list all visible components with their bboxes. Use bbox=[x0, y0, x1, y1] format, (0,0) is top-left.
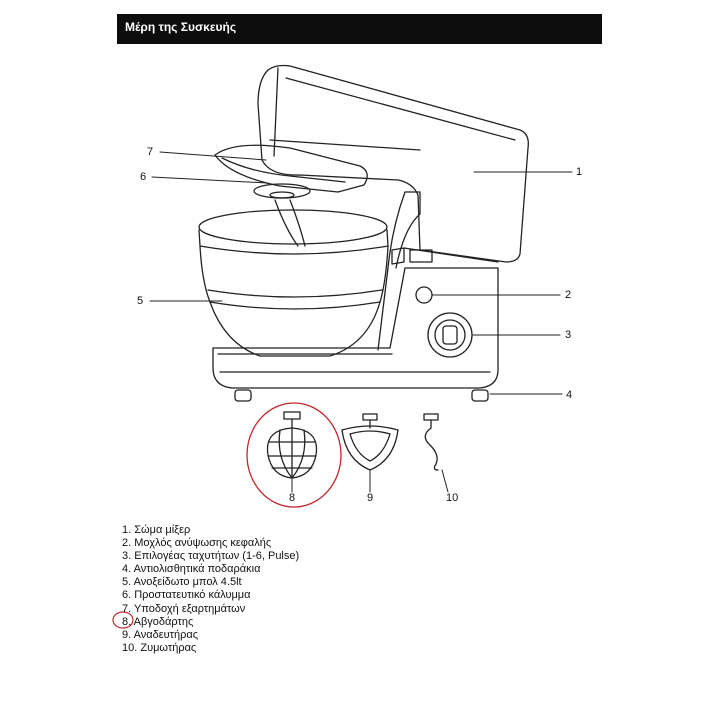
whisk-attachment bbox=[266, 411, 318, 479]
attachment-shaft bbox=[274, 199, 306, 247]
list-item: 4. Αντιολισθητικά ποδαράκια bbox=[122, 563, 261, 576]
header-bar: Μέρη της Συσκευής bbox=[117, 14, 602, 44]
anti-slip-feet bbox=[234, 389, 489, 402]
callout-5: 5 bbox=[137, 295, 144, 307]
list-item: 2. Μοχλός ανύψωσης κεφαλής bbox=[122, 537, 272, 550]
parts-list: 1. Σώμα μίξερ 2. Μοχλός ανύψωσης κεφαλής… bbox=[122, 524, 299, 655]
list-item: 7. Υποδοχή εξαρτημάτων bbox=[122, 602, 246, 615]
mixer-base bbox=[212, 267, 499, 389]
dough-hook-attachment bbox=[423, 413, 439, 471]
callout-4: 4 bbox=[566, 389, 573, 401]
callout-10: 10 bbox=[446, 492, 459, 504]
stainless-bowl bbox=[198, 209, 389, 357]
callout-2: 2 bbox=[565, 289, 572, 301]
list-item: 9. Αναδευτήρας bbox=[122, 628, 199, 641]
highlight-circle-item-8 bbox=[112, 611, 134, 629]
callout-leader-lines bbox=[149, 151, 573, 493]
speed-dial bbox=[427, 312, 473, 358]
callout-1: 1 bbox=[576, 166, 583, 178]
callout-6: 6 bbox=[140, 171, 147, 183]
list-item: 8. Αβγοδάρτης bbox=[122, 615, 194, 628]
list-item: 10. Ζυμωτήρας bbox=[122, 641, 197, 654]
list-item: 5. Ανοξείδωτο μπολ 4.5lt bbox=[122, 576, 242, 589]
callout-9: 9 bbox=[367, 492, 374, 504]
list-item: 1. Σώμα μίξερ bbox=[122, 524, 191, 536]
list-item: 6. Προστατευτικό κάλυμμα bbox=[122, 589, 251, 602]
list-item: 3. Επιλογέας ταχυτήτων (1-6, Pulse) bbox=[122, 550, 300, 563]
callout-8: 8 bbox=[289, 492, 296, 504]
head-lift-lever bbox=[415, 286, 433, 304]
callout-3: 3 bbox=[565, 329, 572, 341]
splash-guard bbox=[214, 144, 368, 199]
page-title: Μέρη της Συσκευής bbox=[125, 20, 237, 34]
callout-7: 7 bbox=[147, 146, 154, 158]
highlight-circle-whisk bbox=[246, 402, 342, 508]
flat-beater-attachment bbox=[341, 413, 399, 471]
